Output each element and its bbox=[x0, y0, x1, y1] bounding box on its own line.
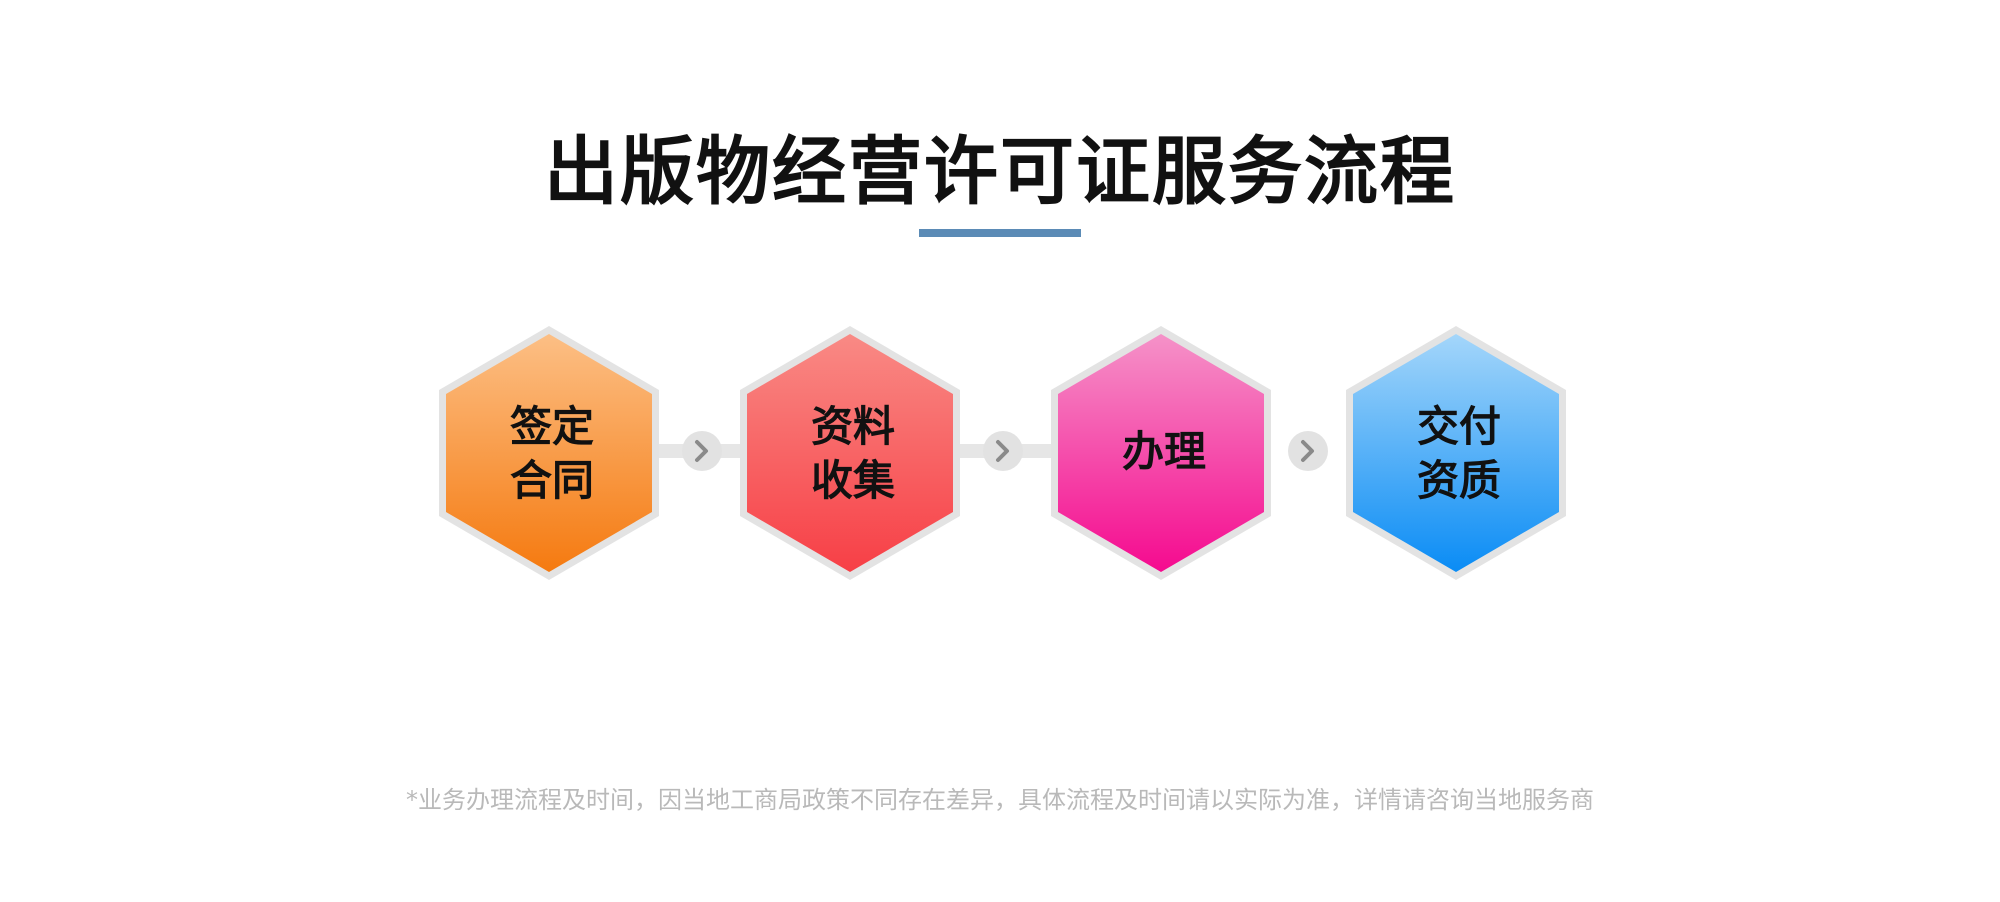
hexagon bbox=[1353, 334, 1559, 572]
connector-3 bbox=[1288, 431, 1328, 471]
connector-knob bbox=[983, 431, 1023, 471]
step-label: 签定 bbox=[510, 402, 594, 451]
step-label: 办理 bbox=[1122, 427, 1206, 476]
step-sign-contract: 签定 合同 bbox=[439, 326, 659, 580]
step-label: 合同 bbox=[510, 456, 594, 505]
chevron-right-icon bbox=[1301, 440, 1314, 462]
disclaimer-note: *业务办理流程及时间，因当地工商局政策不同存在差异，具体流程及时间请以实际为准，… bbox=[406, 786, 1594, 814]
step-label: 资料 bbox=[811, 402, 895, 451]
chevron-right-icon bbox=[996, 440, 1009, 462]
connector-knob bbox=[1288, 431, 1328, 471]
connector-2 bbox=[955, 431, 1058, 471]
title-underline bbox=[919, 229, 1081, 237]
step-label: 收集 bbox=[811, 456, 895, 505]
page-title: 出版物经营许可证服务流程 bbox=[544, 129, 1456, 215]
connector-knob bbox=[682, 431, 722, 471]
step-label: 资质 bbox=[1417, 456, 1501, 505]
hexagon bbox=[1058, 334, 1264, 572]
step-deliver-qualification: 交付 资质 bbox=[1346, 326, 1566, 580]
connector-1 bbox=[654, 431, 750, 471]
chevron-right-icon bbox=[695, 440, 708, 462]
step-label: 交付 bbox=[1417, 402, 1501, 451]
hexagon bbox=[446, 334, 652, 572]
step-collect-materials: 资料 收集 bbox=[740, 326, 960, 580]
step-process: 办理 bbox=[1051, 326, 1271, 580]
hexagon bbox=[747, 334, 953, 572]
